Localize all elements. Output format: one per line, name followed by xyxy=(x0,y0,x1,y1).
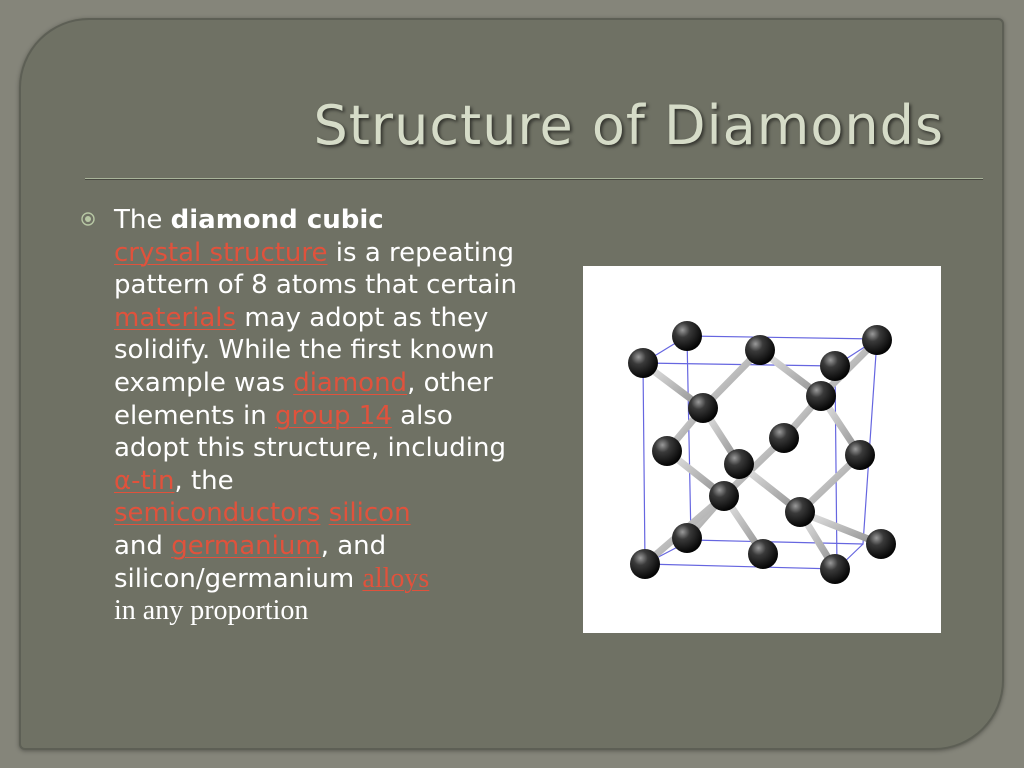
slide-title: Structure of Diamonds xyxy=(313,94,944,157)
link-materials[interactable]: materials xyxy=(114,302,237,333)
text-segment: is a repeating pattern of 8 atoms that c… xyxy=(114,237,517,301)
diamond-cubic-lattice-image xyxy=(583,266,941,633)
link-crystal-structure[interactable]: crystal structure xyxy=(114,237,328,268)
title-divider xyxy=(85,178,983,179)
text-segment: and xyxy=(114,530,172,561)
text-segment: The xyxy=(114,205,171,235)
link-semiconductors[interactable]: semiconductors xyxy=(114,498,321,529)
link-silicon[interactable]: silicon xyxy=(328,498,411,529)
lattice-drawing xyxy=(628,321,896,584)
bold-term-diamond-cubic: diamond cubic xyxy=(170,205,384,235)
link-diamond[interactable]: diamond xyxy=(293,367,408,398)
text-segment: , the xyxy=(174,465,234,496)
link-germanium[interactable]: germanium xyxy=(171,530,321,561)
text-segment: also adopt this structure, including xyxy=(114,400,506,464)
link-group-14[interactable]: group 14 xyxy=(275,400,392,431)
text-segment: , other elements in xyxy=(114,367,493,431)
carbon-atoms xyxy=(628,321,896,584)
link-alloys[interactable]: alloys xyxy=(362,562,430,594)
link-alpha-tin[interactable]: α-tin xyxy=(114,465,175,496)
text-segment: in any proportion xyxy=(114,595,309,627)
text-segment: may adopt as they solidify. While the fi… xyxy=(114,302,495,398)
text-segment: , and silicon/germanium xyxy=(114,530,387,594)
text-segment xyxy=(320,498,328,528)
target-bullet-icon xyxy=(81,212,95,226)
